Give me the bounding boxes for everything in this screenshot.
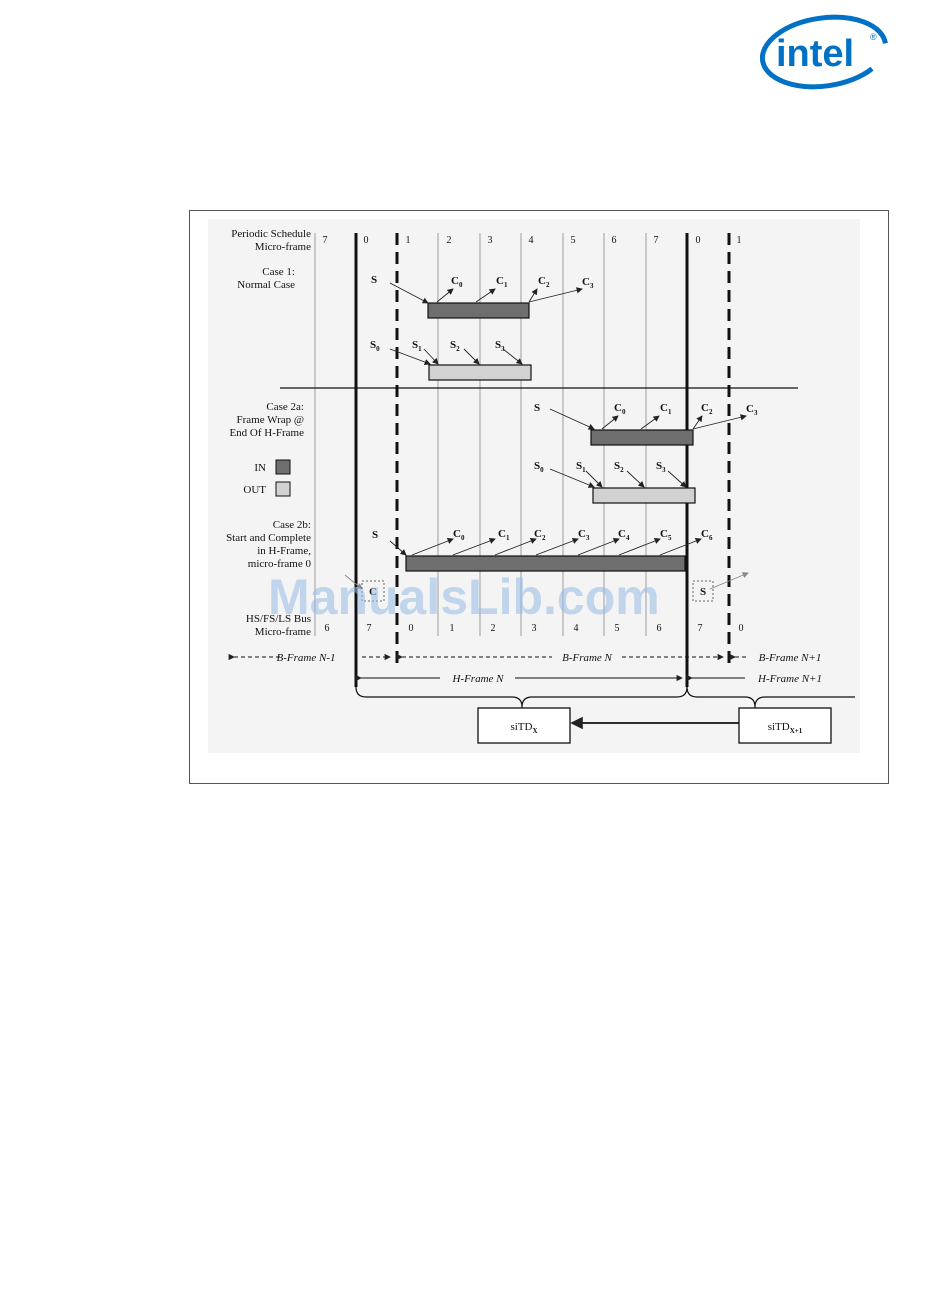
case1-complete-3: C3 xyxy=(582,276,594,290)
bus-microframe-number: 2 xyxy=(491,623,496,634)
case2a-start: S xyxy=(534,402,540,414)
logo-wordmark: intel xyxy=(776,33,854,75)
case2a-out-start-1: S1 xyxy=(576,460,586,474)
ghost-arrows xyxy=(344,572,749,590)
periodic-microframe-number: 2 xyxy=(447,235,452,246)
bus-microframe-number: 6 xyxy=(657,623,662,634)
periodic-microframe-number: 6 xyxy=(612,235,617,246)
case2b-complete-3: C3 xyxy=(578,528,590,542)
case1-out-start-1: S1 xyxy=(412,339,422,353)
case1-complete-1: C1 xyxy=(496,275,508,289)
periodic-microframe-number: 7 xyxy=(654,235,659,246)
case2b-label-line: in H-Frame, xyxy=(257,545,311,557)
bframe-cur-label: B-Frame N xyxy=(562,652,612,664)
case1-complete-2: C2 xyxy=(538,275,550,289)
sitd-x-box xyxy=(477,707,571,744)
svg-text:®: ® xyxy=(870,32,877,42)
case2b-label-line: Case 2b: xyxy=(273,519,311,531)
case2a-complete-1: C1 xyxy=(660,402,672,416)
case2a-complete-0: C0 xyxy=(614,402,626,416)
case1-out-start-0: S0 xyxy=(370,339,380,353)
legend-out-swatch xyxy=(275,481,291,497)
bus-microframe-number: 0 xyxy=(739,623,744,634)
bus-label-line: HS/FS/LS Bus xyxy=(246,613,311,625)
periodic-microframe-number: 1 xyxy=(406,235,411,246)
ghost-complete-label: C xyxy=(369,586,377,598)
bus-microframe-number: 7 xyxy=(367,623,372,634)
bus-microframe-number: 1 xyxy=(450,623,455,634)
periodic-microframe-number: 0 xyxy=(696,235,701,246)
ghost-complete-box xyxy=(361,580,385,602)
case1-in-bar xyxy=(427,302,530,319)
bframe-next-label: B-Frame N+1 xyxy=(759,652,822,664)
periodic-microframe-numbers: 7 0 1 2 3 4 5 6 7 0 1 xyxy=(323,235,742,246)
case2a-out-start-0: S0 xyxy=(534,460,544,474)
case1-complete-0: C0 xyxy=(451,275,463,289)
case2b-complete-5: C5 xyxy=(660,528,672,542)
case2b-in-bar xyxy=(405,555,686,572)
case2b-complete-4: C4 xyxy=(618,528,630,542)
bus-microframe-number: 4 xyxy=(574,623,579,634)
transaction-arrows xyxy=(389,282,747,556)
intel-logo: intel ® xyxy=(754,10,894,92)
bus-microframe-number: 7 xyxy=(698,623,703,634)
case2a-label-line: End Of H-Frame xyxy=(229,427,304,439)
case2a-complete-3: C3 xyxy=(746,403,758,417)
case1-out-bar xyxy=(428,364,532,381)
periodic-microframe-number: 7 xyxy=(323,235,328,246)
case2a-label-line: Case 2a: xyxy=(266,401,304,413)
hframe-boundaries xyxy=(354,233,689,687)
case2b-complete-6: C6 xyxy=(701,528,713,542)
case1-label-line: Case 1: xyxy=(262,266,295,278)
periodic-microframe-number: 5 xyxy=(571,235,576,246)
case2a-complete-2: C2 xyxy=(701,402,713,416)
ghost-start-box xyxy=(692,580,714,602)
case2a-out-bar xyxy=(592,487,696,504)
case2b-label-line: Start and Complete xyxy=(226,532,311,544)
periodic-microframe-number: 4 xyxy=(529,235,534,246)
periodic-microframe-number: 1 xyxy=(737,235,742,246)
case2a-out-start-2: S2 xyxy=(614,460,624,474)
bframe-prev-label: B-Frame N-1 xyxy=(277,652,336,664)
sitd-x-label: siTDX xyxy=(510,721,537,735)
bus-microframe-number: 5 xyxy=(615,623,620,634)
case2b-complete-2: C2 xyxy=(534,528,546,542)
hframe-cur-label: H-Frame N xyxy=(451,673,504,685)
case1-out-start-3: S3 xyxy=(495,339,505,353)
periodic-label-line: Micro-frame xyxy=(255,241,311,253)
bus-microframe-numbers: 6 7 0 1 2 3 4 5 6 7 0 xyxy=(325,623,744,634)
hframe-n1-brace xyxy=(686,686,855,708)
ghost-start-label: S xyxy=(700,586,706,598)
hframe-next-label: H-Frame N+1 xyxy=(757,673,822,685)
periodic-label-line: Periodic Schedule xyxy=(231,228,311,240)
case1-out-start-2: S2 xyxy=(450,339,460,353)
bframe-boundaries xyxy=(395,233,731,666)
bus-microframe-number: 6 xyxy=(325,623,330,634)
case2b-start: S xyxy=(372,529,378,541)
periodic-microframe-number: 3 xyxy=(488,235,493,246)
case2b-label-line: micro-frame 0 xyxy=(248,558,312,570)
sitd-x1-label: siTDX+1 xyxy=(768,721,803,735)
sitd-x1-box xyxy=(738,707,832,744)
case2b-complete-0: C0 xyxy=(453,528,465,542)
bus-label-line: Micro-frame xyxy=(255,626,311,638)
case2b-complete-1: C1 xyxy=(498,528,510,542)
legend-out-label: OUT xyxy=(243,484,266,496)
case2a-in-bar xyxy=(590,429,694,446)
bus-microframe-number: 0 xyxy=(409,623,414,634)
legend-in-label: IN xyxy=(254,462,266,474)
bus-microframe-number: 3 xyxy=(532,623,537,634)
case1-start: S xyxy=(371,274,377,286)
case2a-label-line: Frame Wrap @ xyxy=(236,414,304,426)
periodic-microframe-number: 0 xyxy=(364,235,369,246)
case2a-out-start-3: S3 xyxy=(656,460,666,474)
case1-label-line: Normal Case xyxy=(237,279,295,291)
legend-in-swatch xyxy=(275,459,291,475)
